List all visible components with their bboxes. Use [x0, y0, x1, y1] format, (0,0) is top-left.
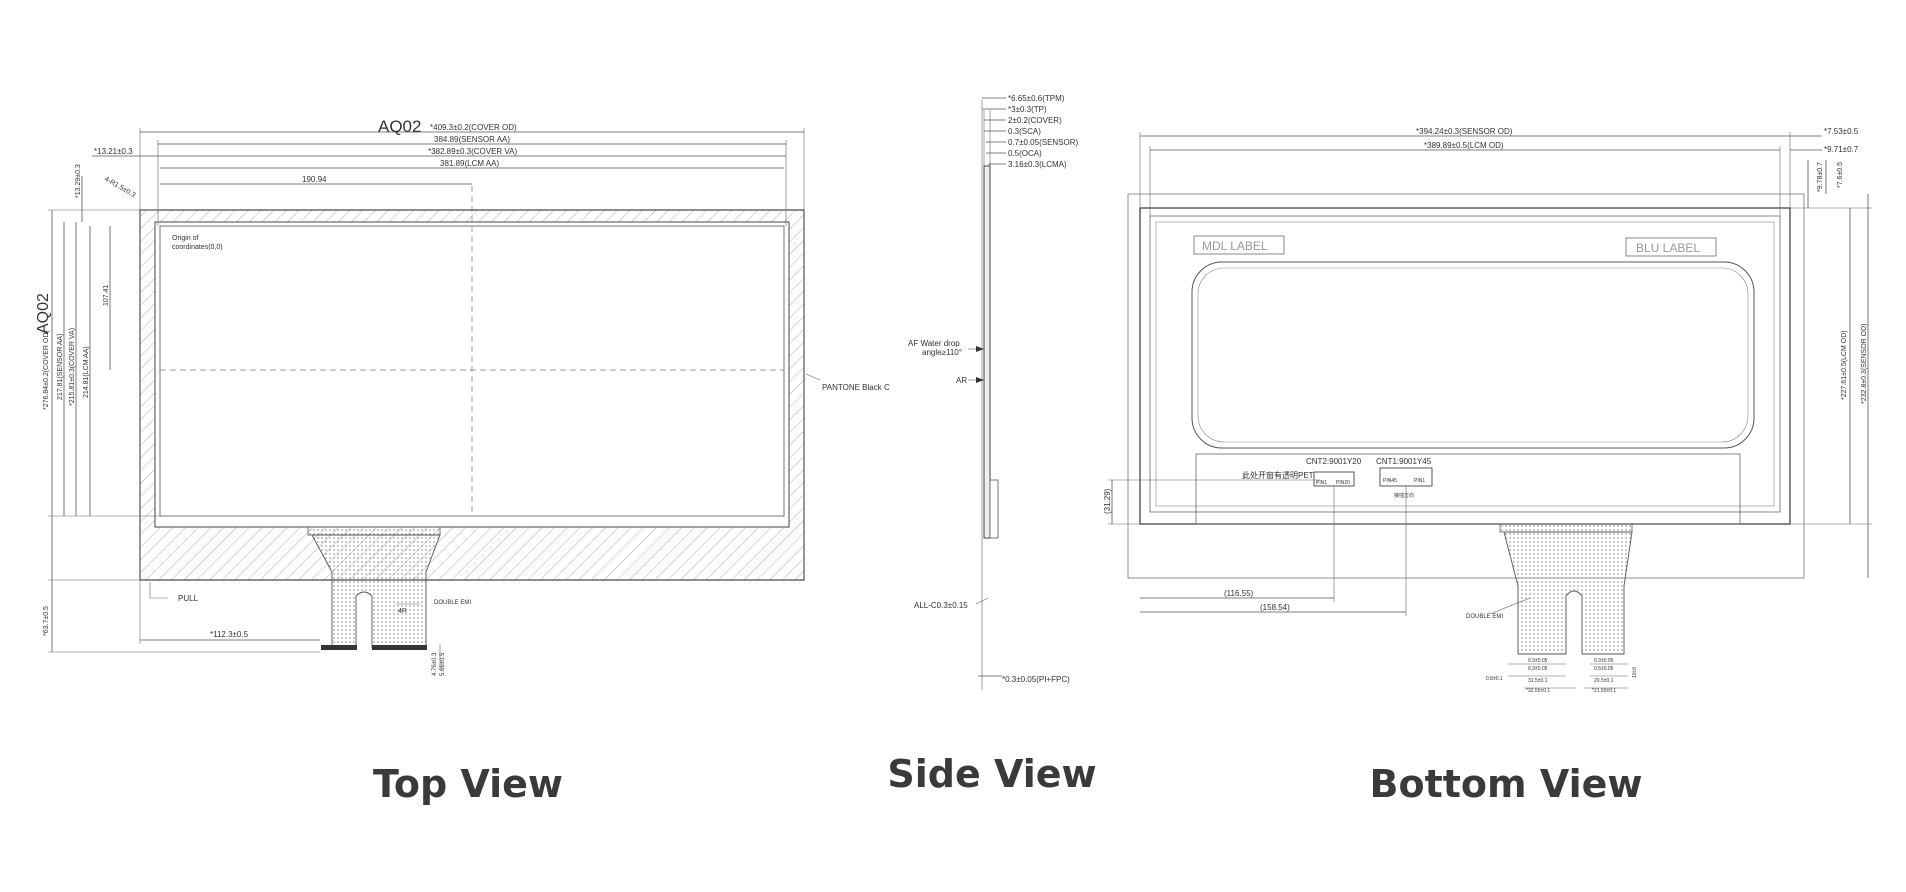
- top-fpc-length: *112.3±0.5: [210, 630, 249, 639]
- side-stack-oca: 0.5(OCA): [1008, 149, 1042, 158]
- bottom-pet-note: 此处开窗有透明PET: [1242, 470, 1314, 480]
- bottom-fpc-dim-10: 10±0: [1632, 667, 1638, 678]
- side-stack-tp: *3±0.3(TP): [1008, 105, 1047, 114]
- top-dim-cover-va: *382.89±0.3(COVER VA): [428, 147, 518, 156]
- side-af-1: AF Water drop: [908, 339, 960, 348]
- bottom-sensor-od: [1127, 193, 1805, 579]
- bottom-pin20: PIN20: [1336, 480, 1350, 486]
- bottom-pin45: PIN45: [1383, 478, 1397, 484]
- side-panel: [983, 165, 991, 539]
- top-dim-cover-od: *409.3±0.2(COVER OD): [430, 123, 517, 132]
- top-pantone: PANTONE Black C: [822, 383, 890, 392]
- bottom-blu-label: BLU LABEL: [1636, 241, 1700, 255]
- side-chamfer: ALL-C0.3±0.15: [914, 601, 968, 610]
- top-origin-2: coordinates(0,0): [172, 244, 223, 251]
- top-side-title: AQ02: [35, 293, 52, 334]
- top-fpc-tail: [311, 534, 441, 649]
- bottom-dim-h1: (116.55): [1224, 589, 1254, 598]
- side-pi-fpc: *0.3±0.05(PI+FPC): [1002, 675, 1070, 684]
- bottom-dim-lcm-od: *389.89±0.5(LCM OD): [1424, 141, 1504, 150]
- top-4r: 4R: [398, 608, 407, 615]
- top-dim-corner-r: 4-R1.5±0.3: [103, 176, 137, 199]
- top-dim-sensor-aa: 384.89(SENSOR AA): [434, 135, 510, 144]
- bottom-blu-label-box: [1625, 237, 1717, 257]
- bottom-double-emi: DOUBLE EMI: [1466, 614, 1503, 620]
- bottom-sub-note: 接插方向: [1394, 492, 1414, 499]
- bottom-lcm-od: [1139, 207, 1791, 525]
- bottom-fpc-dim-5: 0.8±0.1: [1486, 676, 1503, 682]
- bottom-fpc-neck: [1499, 523, 1633, 533]
- bottom-fpc-dim-1: 0.3±0.05: [1528, 658, 1548, 664]
- top-dim-left-offset: *13.21±0.3: [94, 147, 133, 156]
- top-fpc-w1: 4.76±0.3: [432, 652, 438, 676]
- bottom-dim-right-1: *7.53±0.5: [1824, 127, 1859, 136]
- top-origin-1: Origin of: [172, 235, 199, 242]
- top-dim-v-sensor-aa: 217.81(SENSOR AA): [57, 333, 64, 400]
- top-dim-v-cover-va: *215.81±0.3(COVER VA): [69, 328, 76, 406]
- bottom-view: *394.24±0.3(SENSOR OD) *389.89±0.5(LCM O…: [1103, 127, 1872, 694]
- bottom-mdl-label-box: [1193, 235, 1285, 255]
- bottom-fpc-dim-6: 31.5±0.1: [1528, 678, 1548, 684]
- bottom-fpc-dim-7: 20.5±0.1: [1594, 678, 1614, 684]
- top-dim-corner-v: *13.29±0.3: [75, 164, 82, 198]
- bottom-fpc-dim-4: 0.5±0.05: [1594, 666, 1614, 672]
- bottom-fpc-dim-2: 0.3±0.05: [1594, 658, 1614, 664]
- bottom-fpc-dim-9: *21.50±0.1: [1592, 688, 1616, 694]
- bottom-dim-right-4: *7.6±0.5: [1837, 162, 1844, 188]
- side-stack-sca: 0.3(SCA): [1008, 127, 1041, 136]
- top-double-emi: DOUBLE EMI: [434, 600, 471, 606]
- side-af-2: angle≥110°: [922, 348, 962, 357]
- top-title: AQ02: [378, 117, 421, 136]
- bottom-cnt1: CNT1:9001Y45: [1376, 457, 1432, 466]
- bottom-cnt2: CNT2:9001Y20: [1306, 457, 1362, 466]
- bottom-dim-v-sensor-od: *232.8±0.3(SENSOR OD): [1861, 324, 1868, 404]
- bottom-dim-right-2: *9.71±0.7: [1824, 145, 1859, 154]
- side-stack-lcma: 3.16±0.3(LCMA): [1008, 160, 1067, 169]
- top-dim-lcm-aa: 381.89(LCM AA): [440, 159, 499, 168]
- bottom-fpc-dim-3: 0.3±0.05: [1528, 666, 1548, 672]
- bottom-dim-left-v: (31.29): [1103, 488, 1112, 514]
- top-pull: PULL: [178, 594, 199, 603]
- top-dim-bottom-v: *63.7±0.5: [43, 606, 50, 636]
- bottom-pin1-left: PIN1: [1316, 480, 1327, 486]
- top-dim-v-lcm-aa: 214.81(LCM AA): [83, 346, 90, 398]
- top-dim-half-v: 107.41: [103, 284, 110, 306]
- side-ar: AR: [956, 376, 967, 385]
- side-stack-sensor: 0.7±0.05(SENSOR): [1008, 138, 1079, 147]
- top-view: AQ02 AQ02 *409.3±0.2(COVER OD) 384.89(SE…: [35, 117, 890, 676]
- bottom-dim-v-lcm-od: *227.61±0.5(LCM OD): [1841, 330, 1848, 400]
- side-stack-cover: 2±0.2(COVER): [1008, 116, 1062, 125]
- bottom-mdl-label: MDL LABEL: [1202, 239, 1268, 253]
- top-fpc-neck: [307, 526, 441, 536]
- bottom-dim-sensor-od: *394.24±0.3(SENSOR OD): [1416, 127, 1513, 136]
- top-fpc-w2: 5.66±0.5: [440, 652, 446, 676]
- top-dim-center: 190.94: [302, 175, 327, 184]
- side-stack-tpm: *6.65±0.6(TPM): [1008, 94, 1065, 103]
- top-dim-v-cover-od: *276.84±0.2(COVER OD): [43, 330, 50, 410]
- bottom-window: [1191, 261, 1755, 449]
- bottom-pin1-right: PIN1: [1414, 478, 1425, 484]
- bottom-fpc-tail: [1503, 531, 1633, 655]
- side-view: *6.65±0.6(TPM) *3±0.3(TP) 2±0.2(COVER) 0…: [908, 94, 1079, 690]
- bottom-dim-right-3: *9.78±0.7: [1817, 162, 1824, 192]
- bottom-dim-h2: (158.54): [1260, 603, 1290, 612]
- bottom-fpc-dim-8: *32.55±0.1: [1526, 688, 1550, 694]
- caption-top-view: Top View: [372, 762, 564, 806]
- caption-side-view: Side View: [887, 752, 1097, 796]
- caption-bottom-view: Bottom View: [1369, 762, 1643, 806]
